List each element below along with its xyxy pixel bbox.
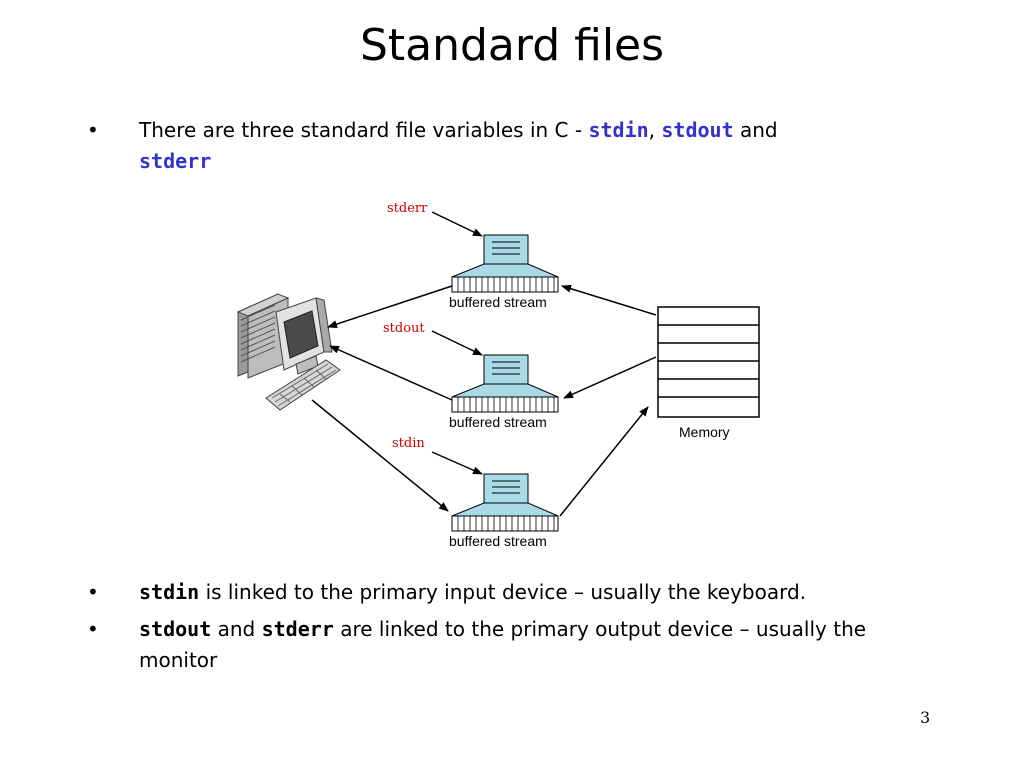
stream-stderr-caption: buffered stream (449, 294, 547, 310)
page-number: 3 (920, 708, 931, 727)
bullet-marker: • (87, 118, 99, 142)
kw-stdin: stdin (588, 118, 649, 142)
bullet-marker: • (87, 617, 99, 641)
memory-label: Memory (679, 424, 730, 440)
bullet-output-text: are linked to the primary output device … (139, 617, 867, 672)
stream-stdout-label: stdout (383, 321, 425, 336)
kw-stdout: stdout (661, 118, 734, 142)
separator: , (648, 118, 656, 142)
bullet-stdin-text: is linked to the primary input device – … (199, 580, 807, 604)
stream-stdout: stdout buffered stream (383, 321, 559, 430)
conjunction: and (733, 118, 778, 142)
bullet-marker: • (87, 580, 99, 604)
bullet-conjunction: and (211, 617, 262, 641)
stream-stderr: stderr buffered stream (387, 201, 559, 310)
kw-stdout-bold: stdout (139, 617, 212, 641)
bullet-stdout-stderr: stdout and stderr are linked to the prim… (139, 614, 929, 676)
stream-stdout-caption: buffered stream (449, 414, 547, 430)
stream-stdin-label: stdin (392, 436, 425, 451)
slide-title: Standard files (359, 20, 665, 71)
stream-stderr-label: stderr (387, 201, 428, 216)
bullet-intro: There are three standard file variables … (139, 115, 929, 177)
stream-stdin-caption: buffered stream (449, 533, 547, 549)
kw-stderr-bold: stderr (261, 617, 334, 641)
stream-stdin: stdin buffered stream (392, 436, 559, 549)
bullet-intro-text: There are three standard file variables … (139, 118, 589, 142)
computer-icon (236, 293, 341, 411)
kw-stderr: stderr (139, 149, 212, 173)
memory-block: Memory (657, 306, 760, 440)
flow-arrows (311, 284, 657, 517)
kw-stdin-bold: stdin (139, 580, 200, 604)
bullet-stdin: stdin is linked to the primary input dev… (139, 577, 929, 608)
